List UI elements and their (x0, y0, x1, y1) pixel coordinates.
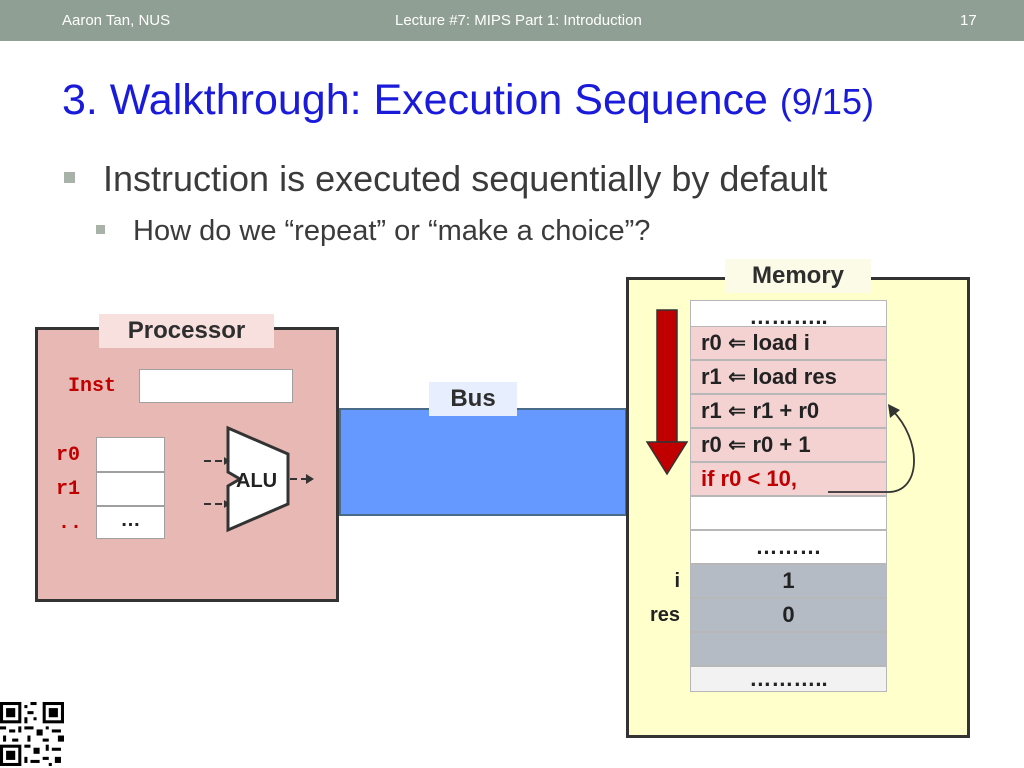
bus-label: Bus (429, 382, 517, 416)
bullet-marker (64, 172, 75, 183)
register-more: … (96, 506, 165, 539)
slide-header: Aaron Tan, NUS Lecture #7: MIPS Part 1: … (0, 0, 1024, 41)
processor-label: Processor (99, 314, 274, 348)
memory-label: Memory (725, 259, 871, 293)
memory-cell-instruction: r0 ⇐ r0 + 1 (690, 428, 887, 462)
memory-cell-data: 1 (690, 564, 887, 598)
bullet-level2: How do we “repeat” or “make a choice”? (133, 215, 651, 247)
header-author: Aaron Tan, NUS (62, 12, 171, 29)
memory-label-res: res (649, 604, 680, 626)
header-page-number: 17 (960, 12, 977, 29)
memory-cell-data: 0 (690, 598, 887, 632)
memory-cell-instruction: r1 ⇐ load res (690, 360, 887, 394)
memory-cell-instruction: r1 ⇐ r1 + r0 (690, 394, 887, 428)
memory-cell: ……… (690, 530, 887, 564)
slide-title: 3. Walkthrough: Execution Sequence (9/15… (62, 76, 874, 125)
alu-diagram (204, 425, 314, 533)
memory-label-i: i (674, 570, 680, 592)
register-r0-label: r0 (56, 444, 81, 467)
alu-shape (226, 425, 290, 533)
sequence-arrow (645, 309, 689, 476)
memory-cell: ……….. (690, 666, 887, 692)
register-r0 (96, 437, 165, 472)
register-r1 (96, 472, 165, 506)
register-r1-label: r1 (56, 478, 81, 501)
bullet-level1: Instruction is executed sequentially by … (103, 158, 828, 199)
inst-label: Inst (68, 375, 117, 398)
branch-loop-arrow (828, 404, 915, 493)
slide-title-sub: (9/15) (779, 81, 874, 122)
memory-cell-branch: if r0 < 10, (690, 462, 887, 496)
bullet-marker-sub (96, 225, 105, 234)
inst-register (139, 369, 293, 403)
header-lecture-title: Lecture #7: MIPS Part 1: Introduction (395, 12, 642, 29)
memory-cell-data (690, 632, 887, 666)
memory-cell (690, 496, 887, 530)
register-more-label: .. (58, 512, 83, 535)
qr-code-icon (0, 702, 64, 766)
memory-cell-instruction: r0 ⇐ load i (690, 326, 887, 360)
alu-label: ALU (236, 470, 278, 492)
bus (339, 408, 627, 516)
slide-title-main: 3. Walkthrough: Execution Sequence (62, 76, 768, 124)
